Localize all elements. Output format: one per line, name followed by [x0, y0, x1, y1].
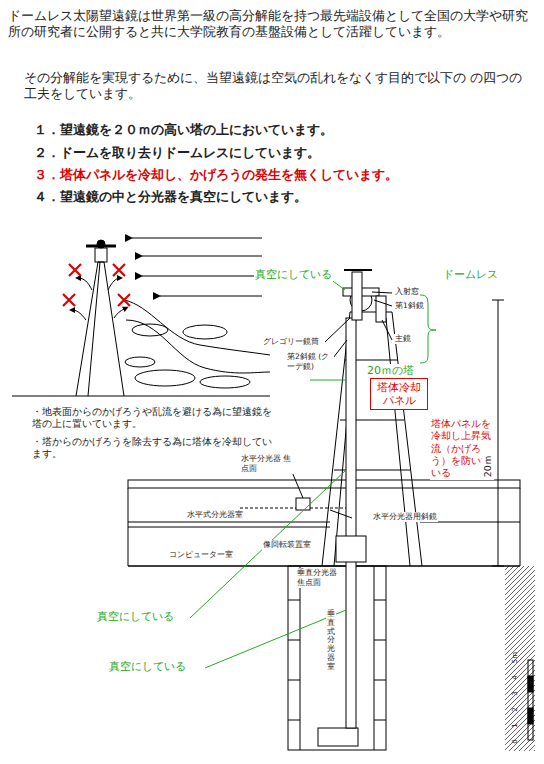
part-label: 真空にしている	[254, 268, 333, 282]
part-label: ドームレス	[442, 268, 499, 282]
part-label: 垂直式分光器室	[326, 610, 336, 672]
part-label: コンピューター室	[168, 550, 234, 560]
part-label: 第1斜鏡	[394, 301, 425, 311]
part-label: 水平分光器 焦点面	[240, 454, 298, 474]
scale-number: 0	[511, 739, 520, 743]
list-item: １．望遠鏡を２０ｍの高い塔の上においています。	[34, 122, 534, 139]
cooling-panel-box: 塔体冷却パネル	[370, 378, 428, 410]
scale-number: 1	[511, 723, 520, 727]
part-label: 垂直分光器 焦点面	[296, 568, 338, 588]
intro-text: ドームレス太陽望遠鏡は世界第一級の高分解能を持つ最先端設備として全国の大学や研究…	[8, 8, 538, 41]
list-item: ３．塔体パネルを冷却し、かげろうの発生を無くしています。	[34, 167, 539, 184]
scale-number: 3	[511, 691, 520, 695]
part-label: 20ｍ	[482, 454, 494, 478]
note-text: ・地表面からのかげろうや乱流を避ける為に望遠鏡を塔の上に置いています。	[32, 406, 272, 431]
part-label: 水平分光器用斜鏡	[372, 512, 438, 522]
scale-number: 4	[511, 675, 520, 679]
scale-number: 5m	[511, 652, 520, 663]
part-label: 入射窓	[394, 287, 420, 297]
scale-number: 2	[511, 707, 520, 711]
part-label: 主鏡	[394, 334, 412, 344]
list-item: ４．望遠鏡の中と分光器を真空にしています。	[34, 189, 534, 206]
part-label: 真空にしている	[96, 610, 175, 624]
part-label: 第2斜鏡 (クーデ鏡)	[286, 352, 334, 372]
part-label: 真空にしている	[108, 660, 187, 674]
note-text: ・塔からのかげろうを除去する為に塔体を冷却しています。	[32, 436, 272, 461]
intro-text: その分解能を実現するために、当望遠鏡は空気の乱れをなくす目的で以下の の四つの工…	[24, 70, 529, 103]
part-label: 水平式分光器室	[186, 510, 244, 520]
list-item: ２．ドームを取り去りドームレスにしています。	[34, 145, 534, 162]
node-text: 塔体冷却パネル	[374, 381, 424, 407]
part-label: グレゴリー鏡筒	[262, 337, 320, 347]
part-label: 像回転装置室	[262, 540, 312, 550]
part-label: 20ｍの塔	[366, 364, 415, 378]
